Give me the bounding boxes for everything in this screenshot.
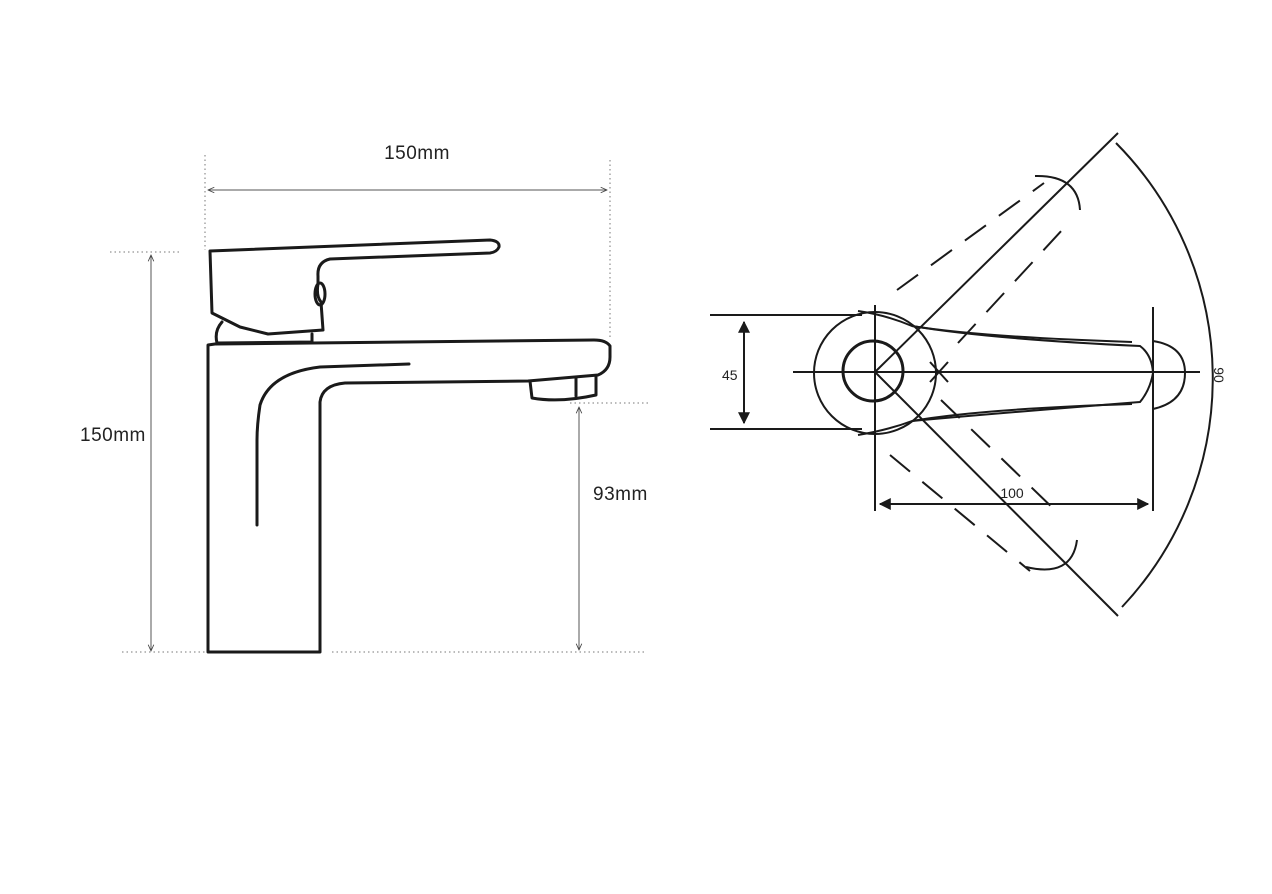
- side-view: 150mm 150mm 93mm: [80, 143, 648, 654]
- lever-handle: [208, 238, 501, 336]
- width-label: 150mm: [384, 143, 450, 164]
- angle-label-90: 90: [1211, 367, 1227, 383]
- body-highlight: [255, 362, 411, 527]
- height-label: 150mm: [80, 425, 146, 446]
- top-view: 45 100 90: [710, 132, 1227, 617]
- width-label-45: 45: [722, 367, 738, 383]
- dashed-handle-lower-a: [889, 454, 1031, 572]
- base-inner-circle: [841, 339, 905, 403]
- handle-tip: [1152, 340, 1187, 410]
- dashed-handle-lower-tip: [1025, 539, 1078, 571]
- faucet-body: [206, 338, 612, 654]
- handle-pivot: [313, 281, 327, 307]
- length-label-100: 100: [1000, 485, 1024, 501]
- rotation-arc: [1115, 142, 1214, 608]
- rotation-axis-lower: [874, 371, 1119, 617]
- dashed-handle-lower-b: [940, 399, 1061, 516]
- aerator: [528, 374, 598, 402]
- rotation-axis-upper: [874, 132, 1119, 373]
- handle-inner-edge: [911, 325, 1133, 422]
- dashed-handle-upper-a: [896, 182, 1045, 291]
- spout-height-label: 93mm: [593, 484, 648, 505]
- cross-marker-b: [929, 361, 949, 383]
- dashed-handle-upper-b: [957, 227, 1065, 344]
- dashed-handle-upper-tip: [1034, 174, 1081, 211]
